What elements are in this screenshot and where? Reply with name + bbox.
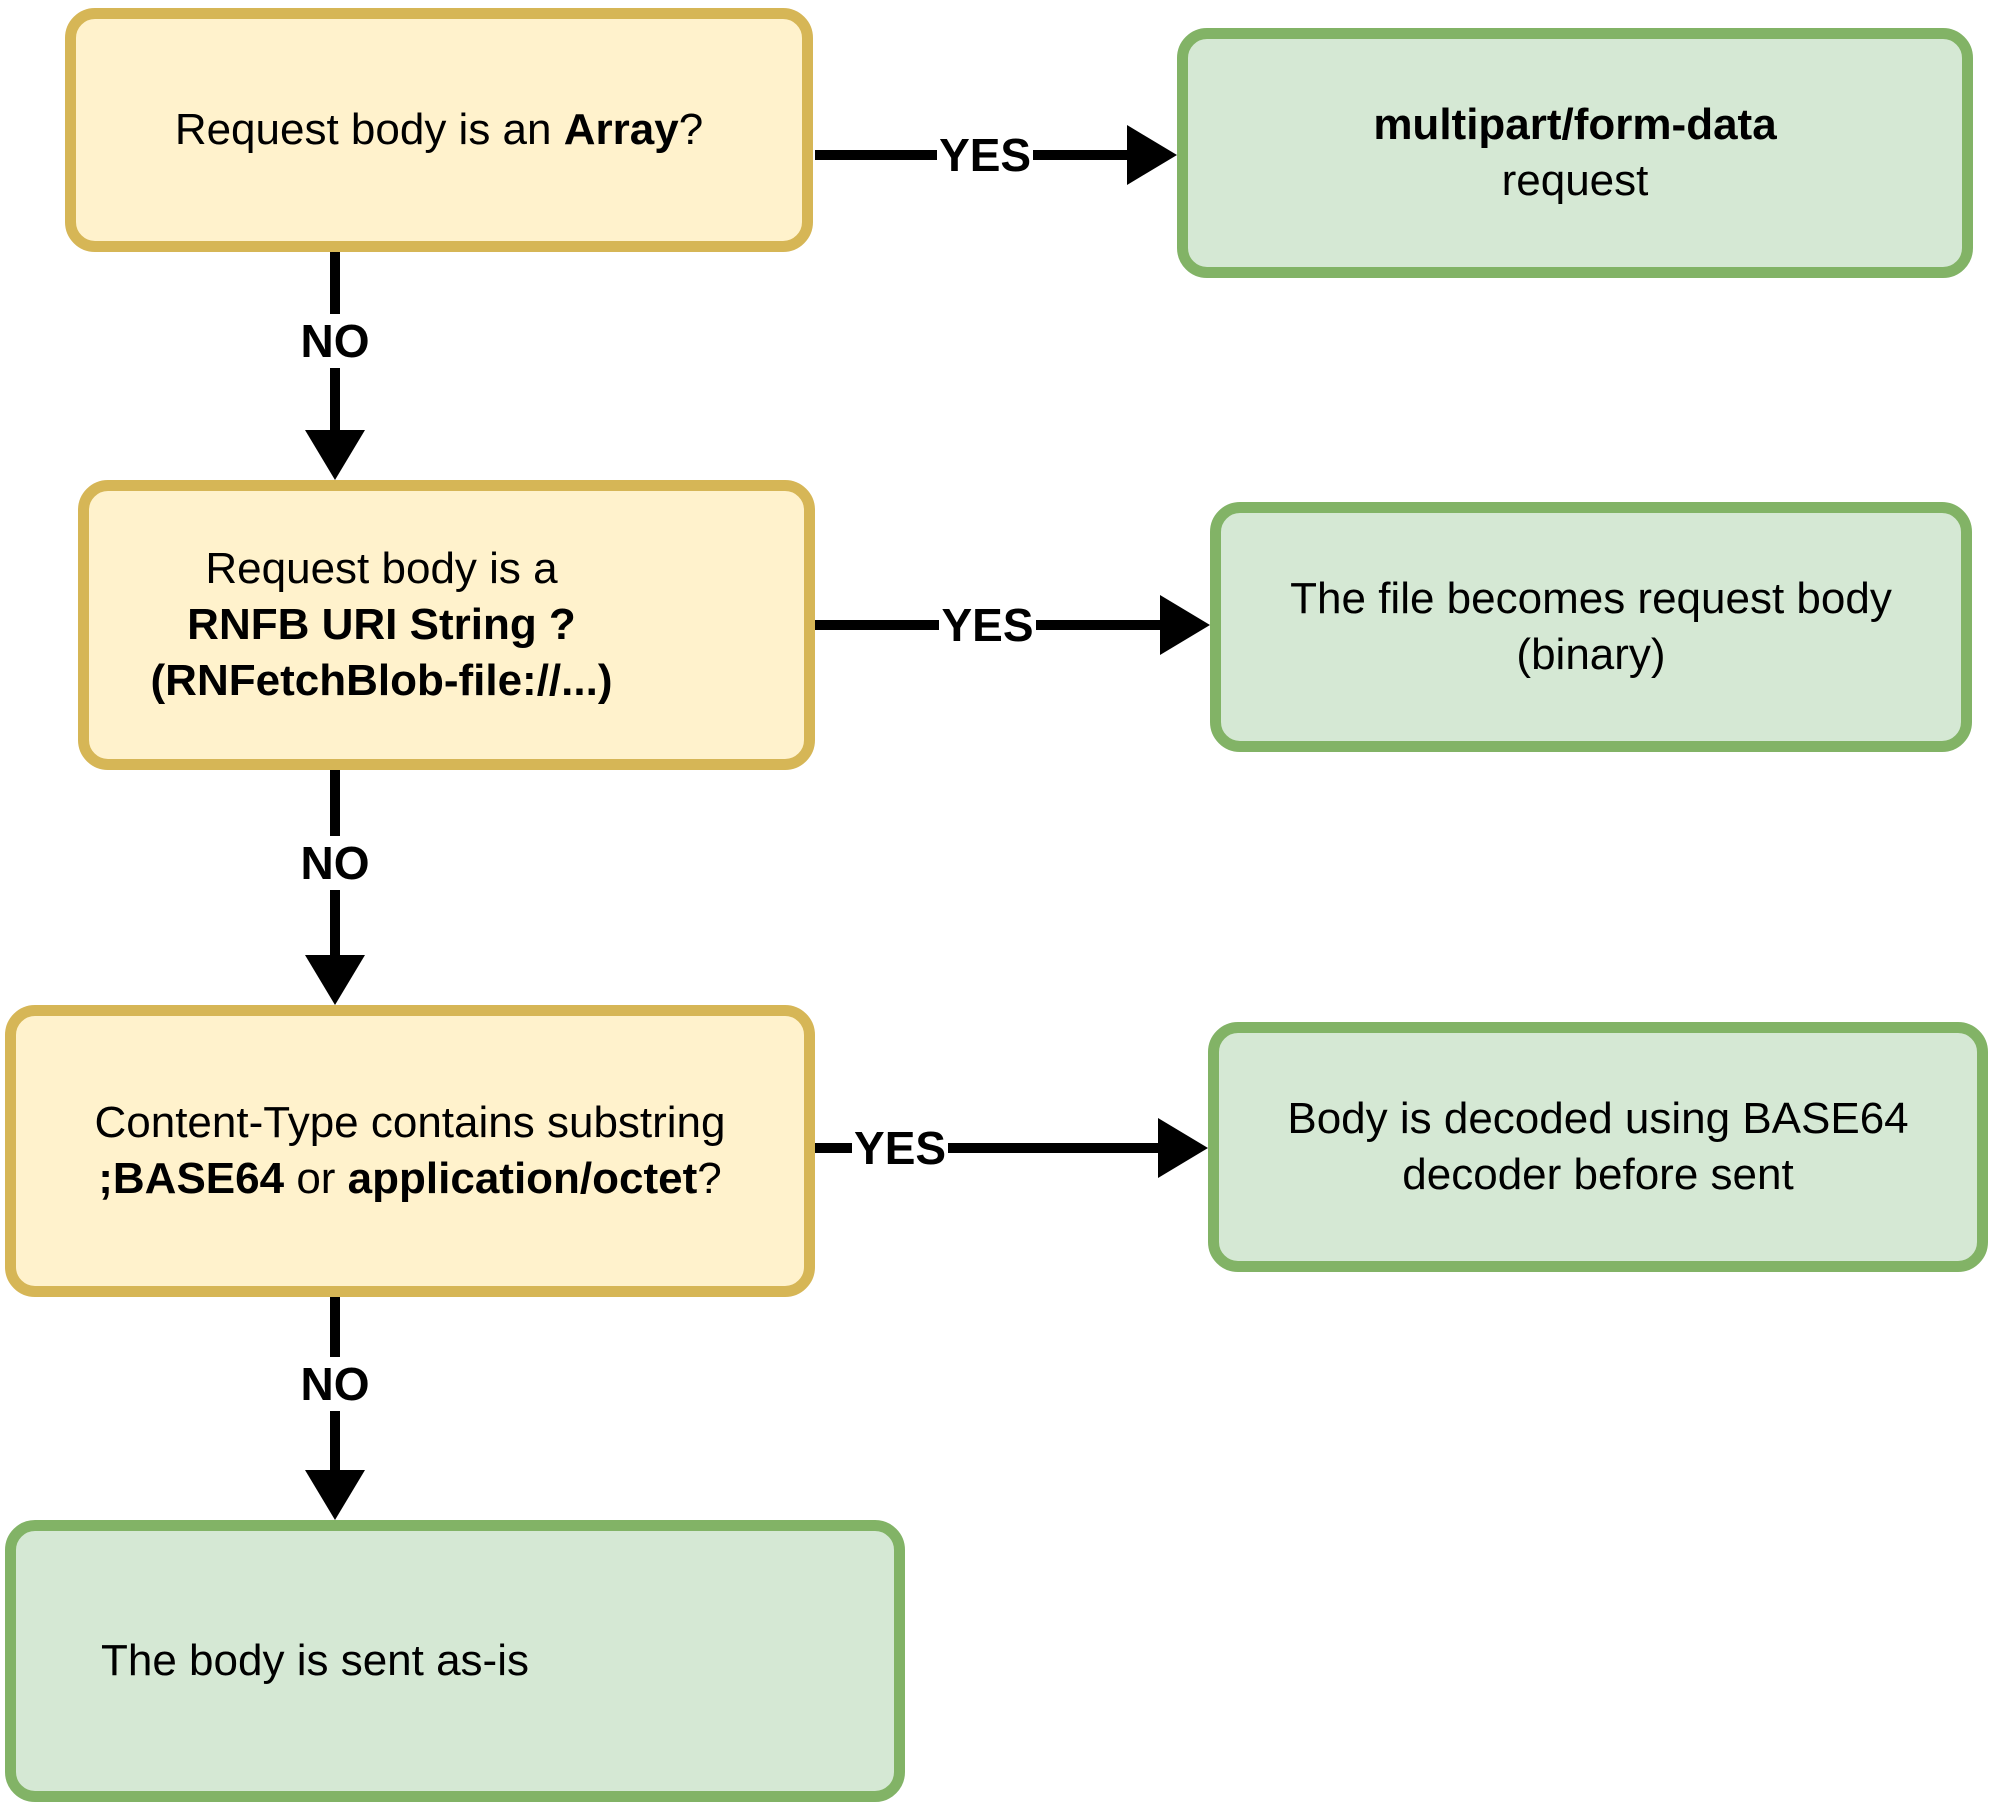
node-question-content-type-base64: Content-Type contains substring ;BASE64 …: [5, 1005, 815, 1297]
edge-no-rnfb-uri-to-content-type: NO: [270, 770, 400, 1005]
edge-label-no: NO: [300, 836, 370, 889]
connector-line: [948, 1143, 1158, 1153]
edge-label-yes: YES: [941, 599, 1034, 651]
connector-line: [330, 1410, 340, 1470]
connector-line: [1035, 620, 1161, 630]
arrowhead-right-icon: [1160, 595, 1211, 655]
edge-yes-rnfb-uri-to-file-body: YES: [815, 590, 1211, 660]
label-line: ;BASE64 or application/octet?: [16, 1151, 804, 1207]
node-result-base64-decoded: Body is decoded using BASE64 decoder bef…: [1208, 1022, 1988, 1272]
edge-yes-content-type-to-base64-decode: YES: [815, 1113, 1208, 1183]
edge-label-yes: YES: [939, 129, 1032, 181]
node-question-request-body-array: Request body is an Array?: [65, 8, 813, 252]
label-line: request: [1501, 156, 1649, 205]
connector-line: [330, 1297, 340, 1357]
node-result-body-sent-as-is: The body is sent as-is: [5, 1520, 905, 1802]
connector-line: [330, 770, 340, 836]
arrowhead-down-icon: [305, 1470, 365, 1520]
node-label: multipart/form-data request: [1188, 97, 1962, 210]
label-line: Content-Type contains substring: [94, 1097, 726, 1147]
label-segment: or: [284, 1154, 348, 1203]
label-line-bold: RNFB URI String ?: [187, 599, 576, 649]
node-label: Request body is an Array?: [76, 102, 802, 158]
label-segment: Request body is an: [174, 104, 564, 154]
node-label: Content-Type contains substring ;BASE64 …: [16, 1095, 804, 1208]
arrowhead-right-icon: [1158, 1118, 1208, 1178]
label-segment: ?: [697, 1154, 722, 1203]
node-result-file-becomes-body: The file becomes request body (binary): [1210, 502, 1972, 752]
label-segment: ?: [678, 104, 704, 154]
label-line-bold: (RNFetchBlob-file://...): [150, 656, 613, 706]
label-segment-bold: application/octet: [347, 1154, 698, 1203]
node-result-multipart-form-data: multipart/form-data request: [1177, 28, 1973, 278]
connector-line: [815, 1143, 853, 1153]
node-label: Body is decoded using BASE64 decoder bef…: [1287, 1093, 1909, 1199]
edge-yes-array-to-multipart: YES: [815, 120, 1177, 190]
arrowhead-down-icon: [305, 955, 365, 1005]
arrowhead-down-icon: [305, 430, 365, 480]
label-segment-bold: Array: [563, 104, 679, 154]
connector-line: [330, 889, 340, 955]
edge-label-no: NO: [300, 1357, 370, 1410]
node-label: The file becomes request body (binary): [1290, 573, 1892, 679]
connector-line: [1033, 150, 1127, 160]
connector-line: [330, 368, 340, 430]
label-line-bold: multipart/form-data: [1373, 99, 1777, 149]
connector-line: [815, 620, 940, 630]
edge-no-array-to-rnfb-uri: NO: [270, 252, 400, 480]
label-segment-bold: ;BASE64: [98, 1154, 285, 1203]
edge-label-yes: YES: [854, 1122, 947, 1174]
edge-label-no: NO: [300, 315, 370, 367]
node-label: The body is sent as-is: [101, 1635, 529, 1685]
label-line: Request body is a: [205, 543, 558, 593]
connector-line: [815, 150, 938, 160]
connector-line: [330, 252, 340, 314]
arrowhead-right-icon: [1127, 125, 1177, 185]
node-label: Request body is a RNFB URI String ? (RNF…: [89, 541, 804, 710]
node-question-rnfb-uri-string: Request body is a RNFB URI String ? (RNF…: [78, 480, 815, 770]
edge-no-content-type-to-as-is: NO: [270, 1297, 400, 1520]
